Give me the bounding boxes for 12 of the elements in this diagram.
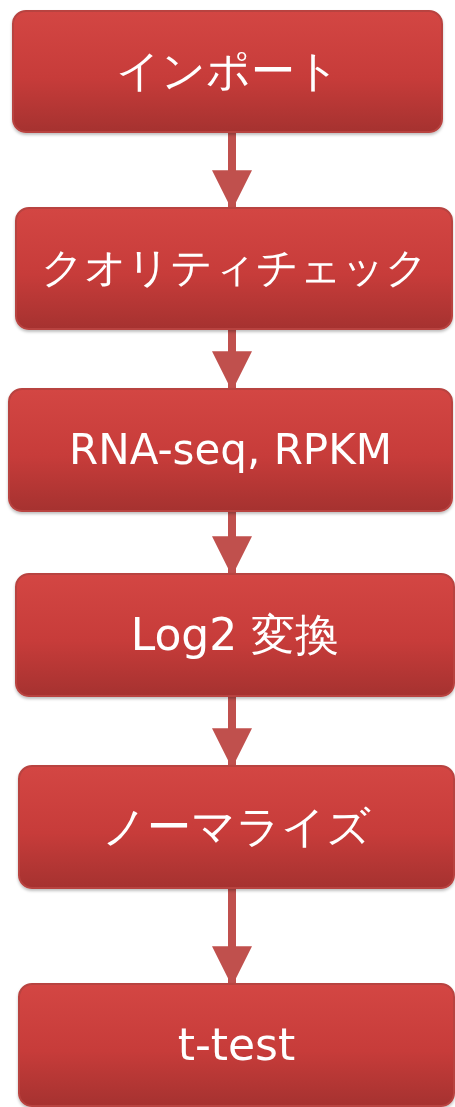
step-label: クオリティチェック [40, 245, 428, 292]
step-label: t-test [177, 1020, 296, 1070]
process-box [12, 10, 443, 133]
process-box [15, 573, 455, 697]
step-label: ノーマライズ [102, 802, 371, 852]
process-box [18, 765, 455, 889]
process-box [18, 983, 455, 1107]
process-box [15, 207, 453, 330]
step-label: RNA-seq, RPKM [69, 426, 392, 474]
step-label: インポート [115, 47, 340, 96]
process-box [8, 388, 453, 512]
step-label: Log2 変換 [130, 610, 340, 660]
